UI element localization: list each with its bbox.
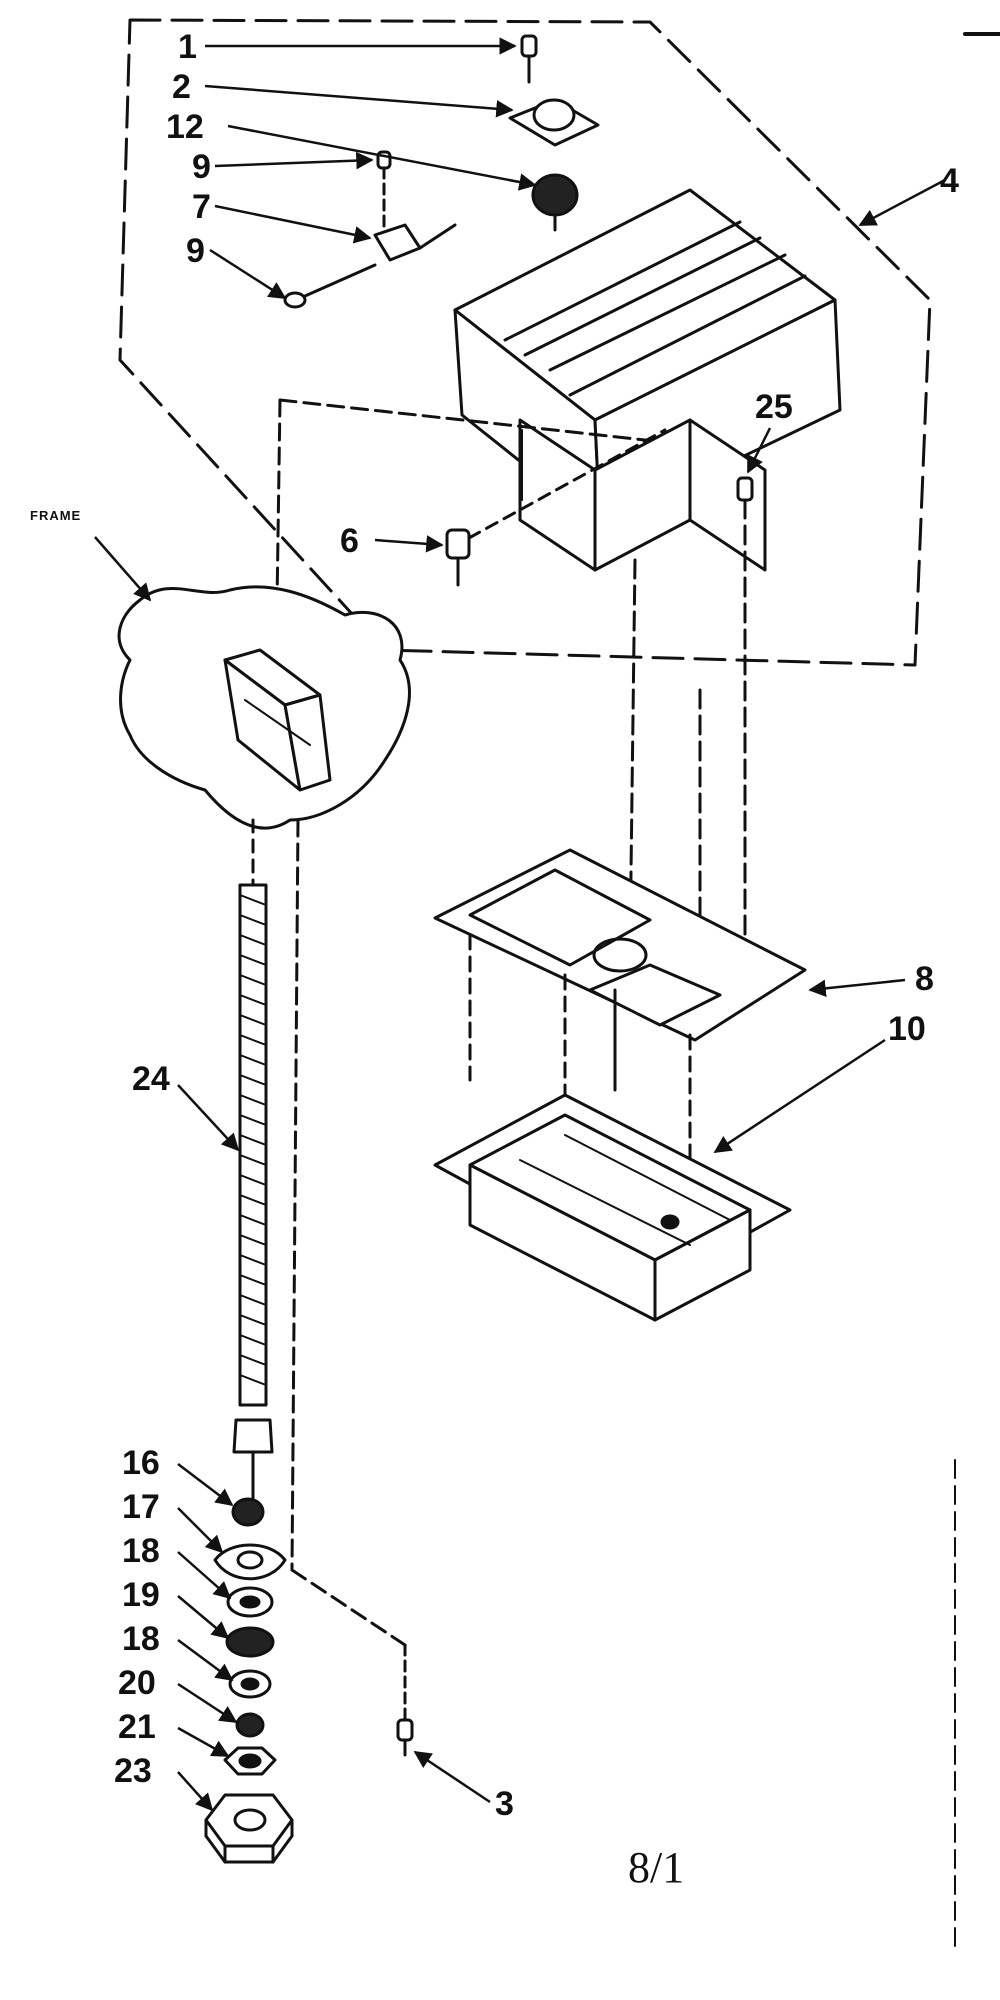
label-part-7: 7 <box>192 188 211 226</box>
part-18-washer-top <box>226 1586 274 1618</box>
label-part-10: 10 <box>888 1010 926 1048</box>
part-1-screw <box>520 34 538 84</box>
assembly-boundary-dashed <box>118 18 932 667</box>
label-part-19: 19 <box>122 1576 160 1614</box>
part-20-bushing <box>235 1712 265 1738</box>
leader-8 <box>808 978 906 998</box>
label-part-18-top: 18 <box>122 1532 160 1570</box>
part-21-nut <box>223 1746 277 1776</box>
part-10-base-tray <box>433 1093 792 1322</box>
label-part-9-lower: 9 <box>186 232 205 270</box>
part-7-clip <box>373 223 457 262</box>
label-part-24: 24 <box>132 1060 170 1098</box>
part-8-gasket <box>433 848 807 1202</box>
part-9-upper-screw <box>376 150 392 232</box>
leader-25 <box>746 427 772 474</box>
label-part-25: 25 <box>755 388 793 426</box>
part-2-bracket <box>508 98 600 147</box>
label-part-17: 17 <box>122 1488 160 1526</box>
label-part-9-upper: 9 <box>192 148 211 186</box>
part-23-hex-nut <box>204 1793 294 1864</box>
part-24-threaded-rod <box>232 818 274 1502</box>
leader-3 <box>413 1750 491 1804</box>
leader-2 <box>204 84 514 118</box>
part-3-screw <box>396 1643 414 1757</box>
label-frame: FRAME <box>30 508 81 523</box>
leader-16 <box>177 1463 234 1507</box>
part-16-spacer <box>231 1497 265 1527</box>
part-6-fastener <box>445 428 667 587</box>
leader-17 <box>177 1507 224 1554</box>
label-part-23: 23 <box>114 1752 152 1790</box>
leader-24 <box>177 1084 240 1152</box>
label-part-2: 2 <box>172 68 191 106</box>
part-9-lower-screw <box>283 263 377 309</box>
label-part-21: 21 <box>118 1708 156 1746</box>
leader-9-upper <box>214 151 374 170</box>
label-part-12: 12 <box>166 108 204 146</box>
label-part-6: 6 <box>340 522 359 560</box>
label-part-1: 1 <box>178 28 197 66</box>
label-part-4: 4 <box>940 162 959 200</box>
label-part-18-bottom: 18 <box>122 1620 160 1658</box>
leader-7 <box>214 204 372 244</box>
leader-20 <box>177 1682 238 1724</box>
part-18-washer-bottom <box>228 1669 272 1699</box>
page-mark: 8/1 <box>628 1843 684 1892</box>
part-12-knob <box>531 173 579 232</box>
leader-4 <box>858 178 946 227</box>
frame-section <box>117 585 411 830</box>
part-25-screw <box>736 476 754 982</box>
label-part-3: 3 <box>495 1785 514 1823</box>
leader-9-lower <box>209 248 287 300</box>
leader-21 <box>177 1726 230 1758</box>
part-17-plate <box>213 1543 287 1581</box>
leader-23 <box>177 1771 214 1812</box>
label-part-20: 20 <box>118 1664 156 1702</box>
leader-18-top <box>177 1551 232 1600</box>
label-part-16: 16 <box>122 1444 160 1482</box>
label-part-8: 8 <box>915 960 934 998</box>
leader-18-bottom <box>177 1638 234 1682</box>
leader-19 <box>177 1595 230 1640</box>
leader-12 <box>227 124 537 191</box>
leader-6 <box>374 535 444 553</box>
leader-frame <box>94 536 152 602</box>
leader-10 <box>713 1038 886 1154</box>
housing-assembly <box>453 188 842 572</box>
part-19-lock-washer <box>225 1626 275 1658</box>
